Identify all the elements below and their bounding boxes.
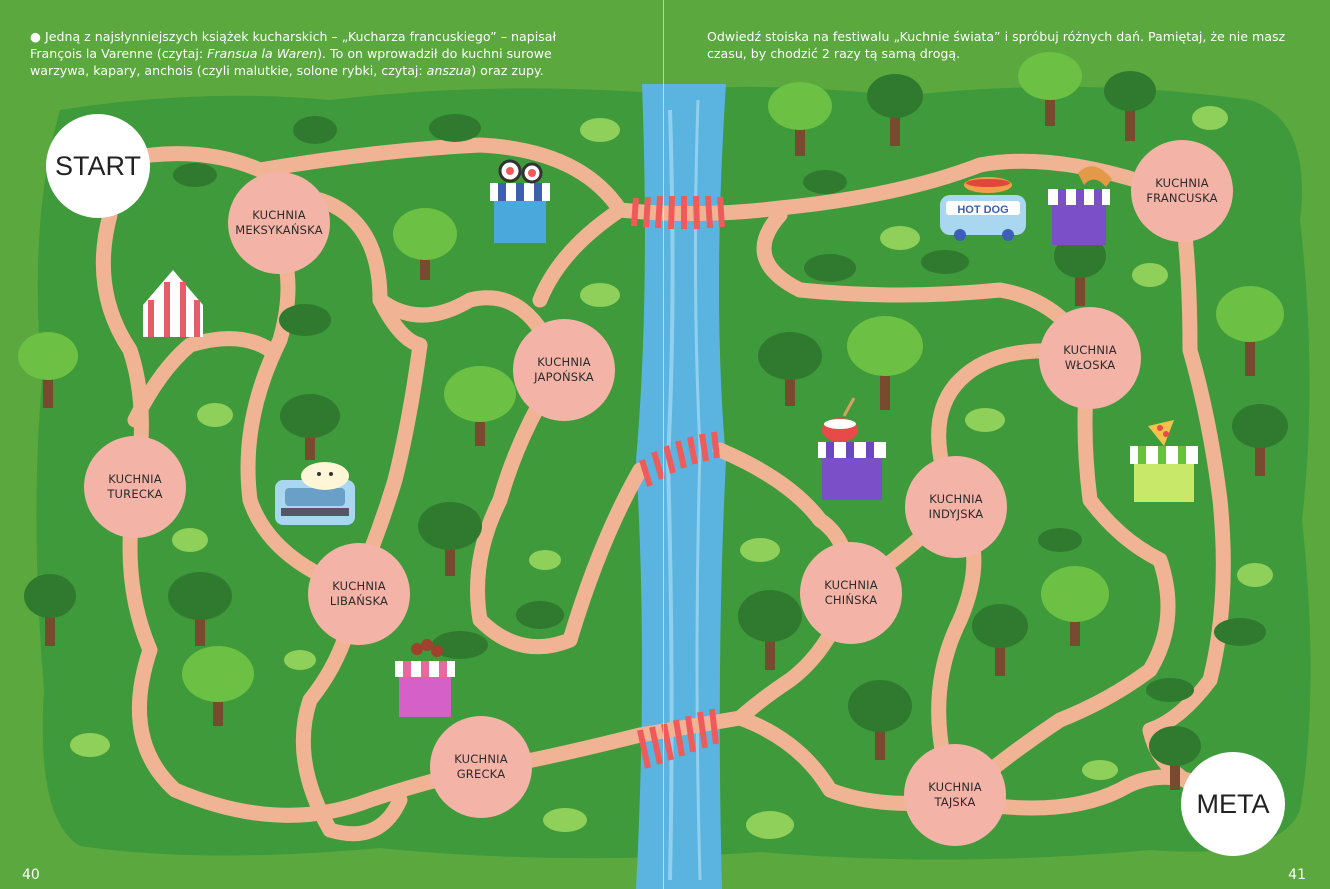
trail — [1142, 187, 1238, 808]
bush-icon — [543, 808, 587, 832]
tree-icon — [280, 394, 340, 460]
bush-icon — [173, 163, 217, 187]
bush-icon — [279, 304, 331, 336]
bush-icon — [1132, 263, 1168, 287]
trail — [532, 202, 628, 308]
bush-icon — [803, 170, 847, 194]
bush-icon — [1082, 760, 1118, 780]
tree-icon — [418, 502, 482, 576]
page-number-right: 41 — [1288, 867, 1306, 883]
bush-icon — [740, 538, 780, 562]
tree-icon — [867, 74, 923, 146]
bush-icon — [580, 118, 620, 142]
intro-fragment: Jedną z najsłynniejszych książek kuchars… — [30, 29, 557, 61]
tree-icon — [444, 366, 516, 446]
tree-icon — [1104, 71, 1156, 141]
bush-icon — [516, 601, 564, 629]
bush-icon — [921, 250, 969, 274]
pronunciation: anszua — [426, 63, 472, 78]
pizza-stall-icon — [1130, 420, 1198, 502]
tree-icon — [182, 646, 254, 726]
tree-icon — [1018, 52, 1082, 126]
tree-icon — [18, 332, 78, 408]
tree-icon — [848, 680, 912, 760]
tree-icon — [972, 604, 1028, 676]
intro-fragment: ). To on wprowadził do kuchni surowe war… — [30, 46, 552, 78]
pronunciation: Fransua la Waren — [207, 46, 318, 61]
intro-fragment: ) oraz zupy. — [471, 63, 544, 78]
tree-icon — [24, 574, 76, 646]
bush-icon — [1038, 528, 1082, 552]
tree-icon — [1216, 286, 1284, 376]
tree-icon — [768, 82, 832, 156]
hotdog-truck-icon — [940, 177, 1026, 241]
page-number-left: 40 — [22, 867, 40, 883]
tree-icon — [393, 208, 457, 280]
kebab-stall-icon — [395, 639, 455, 717]
start-circle: START — [46, 114, 150, 218]
bushes — [173, 114, 1266, 702]
bush-icon — [1214, 618, 1266, 646]
bush-icon — [746, 811, 794, 839]
finish-circle: META — [1181, 752, 1285, 856]
tree-icon — [1041, 566, 1109, 646]
trail — [756, 207, 1098, 363]
bush-icon — [293, 116, 337, 144]
bush-icon — [1192, 106, 1228, 130]
light-bushes — [70, 106, 1273, 839]
tree-icon — [758, 332, 822, 406]
hotdog-sign: HOT DOG — [957, 204, 1008, 216]
tree-icon — [1232, 404, 1288, 476]
trail — [470, 362, 648, 655]
tree-icon — [738, 590, 802, 670]
bush-icon — [70, 733, 110, 757]
river — [636, 84, 726, 889]
bush-icon — [529, 550, 561, 570]
bush-icon — [284, 650, 316, 670]
bush-icon — [197, 403, 233, 427]
tree-icon — [1149, 726, 1201, 790]
intro-text-right: Odwiedź stoiska na festiwalu „Kuchnie św… — [707, 29, 1286, 61]
bush-icon — [1146, 678, 1194, 702]
bush-icon — [1237, 563, 1273, 587]
bush-icon — [965, 408, 1005, 432]
sushi-stall-icon — [490, 159, 550, 243]
page-fold — [663, 0, 664, 889]
tree-icon — [168, 572, 232, 646]
bush-icon — [804, 254, 856, 282]
bridge-top — [631, 195, 725, 230]
bush-icon — [580, 283, 620, 307]
intro-text-left: ● Jedną z najsłynniejszych książek kucha… — [30, 29, 557, 78]
trail — [295, 582, 408, 842]
bush-icon — [172, 528, 208, 552]
bush-icon — [432, 631, 488, 659]
trail — [312, 192, 428, 598]
trail — [95, 207, 488, 823]
trail — [127, 331, 278, 428]
trail — [947, 347, 1176, 808]
tree-icon — [847, 316, 923, 410]
dumpling-cart-icon — [275, 462, 355, 525]
bush-icon — [429, 114, 481, 142]
stall-tent-icon — [143, 270, 203, 337]
bridge-bottom — [637, 708, 719, 769]
bush-icon — [880, 226, 920, 250]
trail — [240, 217, 363, 598]
bridge-middle — [639, 431, 720, 487]
croissant-stall-icon — [1048, 166, 1112, 245]
noodle-stall-icon — [818, 397, 886, 500]
